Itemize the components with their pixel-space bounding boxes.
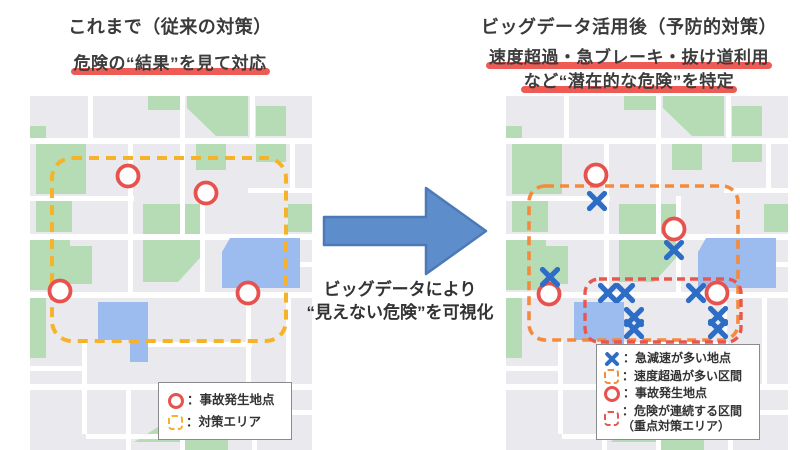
legend-item: ：事故発生地点: [168, 392, 282, 409]
accident-point-marker: [235, 280, 261, 306]
danger-area-icon: [604, 411, 619, 426]
legend-item: ：危険が連続する区間（重点対策エリア）: [604, 404, 752, 434]
sudden-deceleration-marker: [623, 318, 645, 340]
sudden-deceleration-marker: [614, 282, 636, 304]
legend-label: ：事故発生地点: [623, 386, 708, 400]
sudden-deceleration-marker: [685, 282, 707, 304]
accident-point-marker: [193, 180, 219, 206]
legend-item: ：急減速が多い地点: [604, 351, 752, 367]
left-section-title: これまで（従来の対策）: [68, 17, 272, 37]
arrow-caption: ビッグデータにより “見えない危険”を可視化: [288, 278, 512, 324]
accident-point-marker: [115, 163, 141, 189]
legend-label: ：事故発生地点: [187, 393, 275, 407]
accident-point-marker: [583, 162, 609, 188]
sudden-deceleration-marker: [539, 266, 561, 288]
right-arrow-icon: [322, 186, 488, 276]
sudden-deceleration-marker: [586, 190, 608, 212]
accident-point-marker: [536, 281, 562, 307]
sudden-deceleration-marker: [663, 239, 685, 261]
traditional-map: ：事故発生地点 ：対策エリア: [30, 96, 312, 450]
accident-point-marker: [661, 216, 687, 242]
legend-label: ：急減速が多い地点: [623, 351, 732, 365]
traditional-map-legend: ：事故発生地点 ：対策エリア: [158, 382, 292, 440]
arrow-caption-line2: “見えない危険”を可視化: [306, 303, 494, 322]
speeding-area-icon: [604, 368, 619, 384]
accident-point-icon: [604, 385, 620, 402]
legend-item: ：速度超過が多い区間: [604, 368, 752, 384]
right-section-title: ビッグデータ活用後（予防的対策）: [481, 17, 777, 37]
countermeasure-area-icon: [168, 414, 183, 430]
legend-label: ：危険が連続する区間（重点対策エリア）: [622, 403, 743, 433]
sudden-deceleration-marker: [597, 282, 619, 304]
arrow-caption-line1: ビッグデータにより: [323, 280, 477, 299]
sudden-deceleration-marker: [707, 318, 729, 340]
legend-item: ：事故発生地点: [604, 385, 752, 402]
accident-point-marker: [704, 280, 730, 306]
legend-item: ：対策エリア: [168, 414, 282, 430]
countermeasure-area-outline: [50, 156, 288, 343]
legend-label: ：対策エリア: [186, 414, 262, 429]
left-section-subtitle: 危険の“結果”を見て対応: [20, 49, 320, 75]
sudden-deceleration-icon: [604, 351, 620, 367]
accident-point-marker: [47, 278, 73, 304]
right-section-subtitle-line1: 速度超過・急ブレーキ・抜け道利用: [458, 43, 800, 69]
right-section-subtitle-line2: など“潜在的な危険”を特定: [458, 67, 800, 93]
bigdata-map-legend: ：急減速が多い地点 ：速度超過が多い区間 ：事故発生地点 ：危険が連続する区間（重点対…: [596, 344, 760, 440]
speeding-area-outline: [527, 184, 740, 342]
legend-label: ：速度超過が多い区間: [622, 368, 743, 383]
bigdata-map: ：急減速が多い地点 ：速度超過が多い区間 ：事故発生地点 ：危険が連続する区間（重点対…: [506, 96, 788, 450]
accident-point-icon: [168, 392, 184, 409]
